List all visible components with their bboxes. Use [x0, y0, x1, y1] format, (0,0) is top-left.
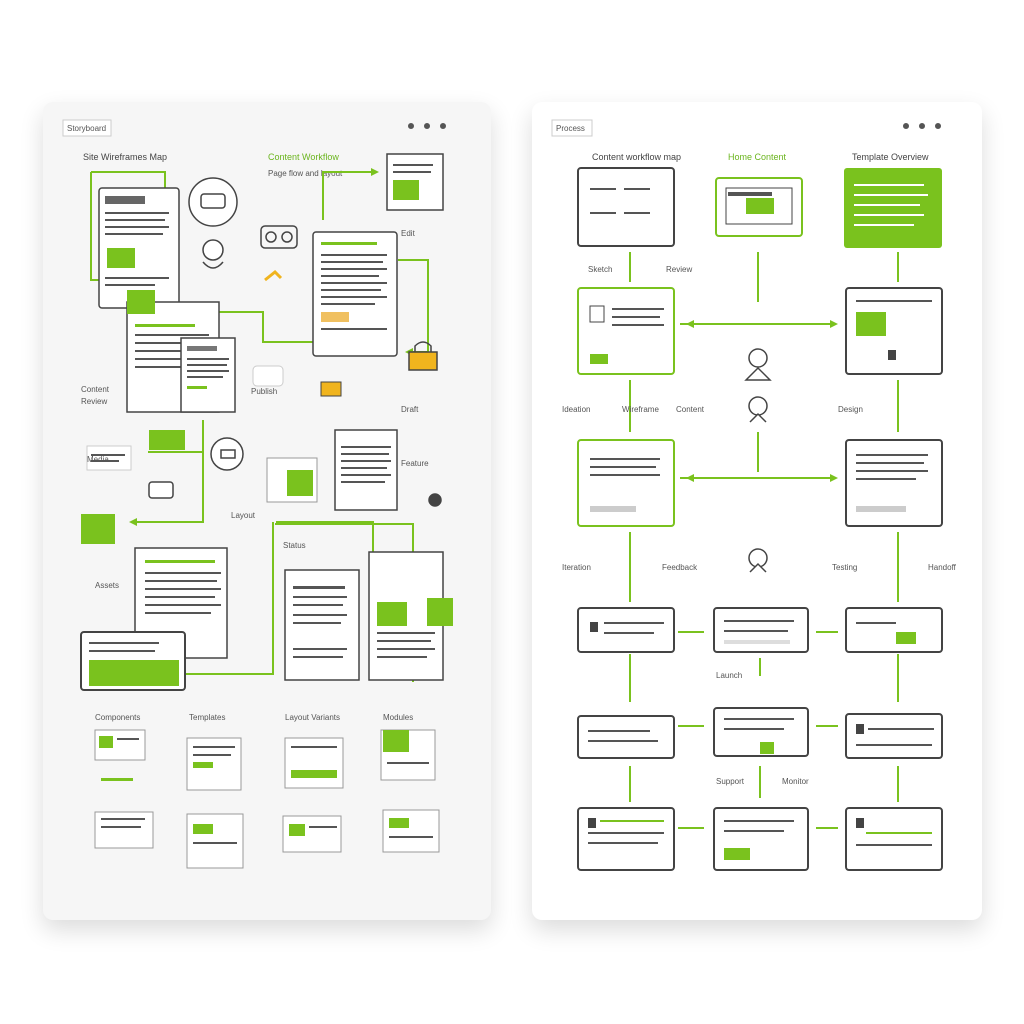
content-card[interactable]: [81, 514, 115, 544]
left-green-title: Content Workflow: [268, 152, 339, 162]
storyboard-panel: Storyboard Site Wireframes Map Content W…: [43, 102, 491, 920]
side-label: Feature: [401, 459, 429, 468]
storyboard-canvas: Storyboard Site Wireframes Map Content W…: [62, 119, 453, 869]
window-dot-icon[interactable]: [408, 123, 414, 129]
process-node[interactable]: [577, 167, 675, 247]
process-node[interactable]: [577, 807, 675, 871]
side-label: Review: [81, 397, 107, 406]
process-node[interactable]: [713, 607, 809, 653]
flow-arrows: [629, 252, 899, 829]
side-label: Draft: [401, 405, 419, 414]
key-icon: [148, 481, 442, 507]
toggle-icon[interactable]: [210, 437, 244, 471]
thumbnail-card[interactable]: [94, 729, 146, 781]
thumbnail-card[interactable]: [94, 811, 154, 849]
flow-label: Handoff: [928, 563, 957, 572]
wireframe-document[interactable]: [312, 231, 398, 357]
right-title-left: Content workflow map: [592, 152, 681, 162]
process-node[interactable]: [713, 707, 809, 757]
wireframe-document[interactable]: [266, 457, 318, 503]
user-persona-icon: [188, 177, 238, 269]
side-label: Layout: [231, 511, 256, 520]
left-title: Site Wireframes Map: [83, 152, 167, 162]
window-dot-icon[interactable]: [440, 123, 446, 129]
section-label: Modules: [383, 713, 413, 722]
process-node[interactable]: [845, 713, 943, 759]
flow-label: Feedback: [662, 563, 698, 572]
section-label: Layout Variants: [285, 713, 340, 722]
process-node[interactable]: [577, 607, 675, 653]
process-panel: Process Content workflow map Home Conten…: [532, 102, 982, 920]
process-node[interactable]: [577, 287, 675, 375]
flow-label: Content: [676, 405, 705, 414]
left-note: Page flow and layout: [268, 169, 343, 178]
content-card[interactable]: [86, 430, 185, 471]
side-label: Media: [87, 455, 109, 464]
flow-label: Testing: [832, 563, 857, 572]
process-node[interactable]: [845, 287, 943, 375]
thumbnail-card[interactable]: [382, 809, 440, 853]
wireframe-document[interactable]: [386, 153, 444, 211]
thumbnail-card[interactable]: [282, 815, 342, 853]
flow-label: Iteration: [562, 563, 591, 572]
window-dot-icon[interactable]: [424, 123, 430, 129]
thumbnail-card[interactable]: [186, 813, 244, 869]
window-dot-icon[interactable]: [903, 123, 909, 129]
flow-label: Launch: [716, 671, 742, 680]
window-dot-icon[interactable]: [935, 123, 941, 129]
process-node[interactable]: [577, 715, 675, 759]
wireframe-document[interactable]: [80, 631, 186, 691]
side-label: Content: [81, 385, 110, 394]
thumbnail-card[interactable]: [284, 737, 344, 789]
process-node[interactable]: [713, 807, 809, 871]
flow-label: Sketch: [588, 265, 612, 274]
right-title-center: Home Content: [728, 152, 787, 162]
section-label: Components: [95, 713, 140, 722]
side-label: Edit: [401, 229, 416, 238]
camera-icon: [260, 225, 298, 249]
process-node[interactable]: [845, 439, 943, 527]
left-header-label: Storyboard: [67, 124, 106, 133]
lock-icon: [408, 341, 438, 371]
wireframe-document[interactable]: [368, 551, 453, 681]
flow-label: Ideation: [562, 405, 590, 414]
side-label: Assets: [95, 581, 119, 590]
right-header-label: Process: [556, 124, 585, 133]
window-dot-icon[interactable]: [919, 123, 925, 129]
right-title-right: Template Overview: [852, 152, 929, 162]
wireframe-document[interactable]: [334, 429, 398, 511]
pencil-icon: [264, 269, 283, 282]
process-canvas: Process Content workflow map Home Conten…: [551, 119, 957, 871]
side-label: Status: [283, 541, 306, 550]
process-node[interactable]: [844, 168, 942, 248]
user-icon: [744, 348, 772, 573]
process-node[interactable]: [845, 607, 943, 653]
thumbnail-card[interactable]: [380, 729, 436, 781]
flow-label: Support: [716, 777, 745, 786]
side-label: Publish: [251, 387, 277, 396]
flow-label: Wireframe: [622, 405, 659, 414]
flow-label: Design: [838, 405, 863, 414]
wireframe-document[interactable]: [284, 569, 360, 681]
chat-bubble-icon: [252, 365, 342, 397]
flow-label: Review: [666, 265, 692, 274]
wireframe-document[interactable]: [180, 337, 236, 413]
section-label: Templates: [189, 713, 225, 722]
flow-label: Monitor: [782, 777, 809, 786]
process-node[interactable]: [845, 807, 943, 871]
process-node[interactable]: [715, 177, 803, 237]
wireframe-document[interactable]: [98, 187, 180, 309]
thumbnail-card[interactable]: [186, 737, 242, 791]
process-node[interactable]: [577, 439, 675, 527]
